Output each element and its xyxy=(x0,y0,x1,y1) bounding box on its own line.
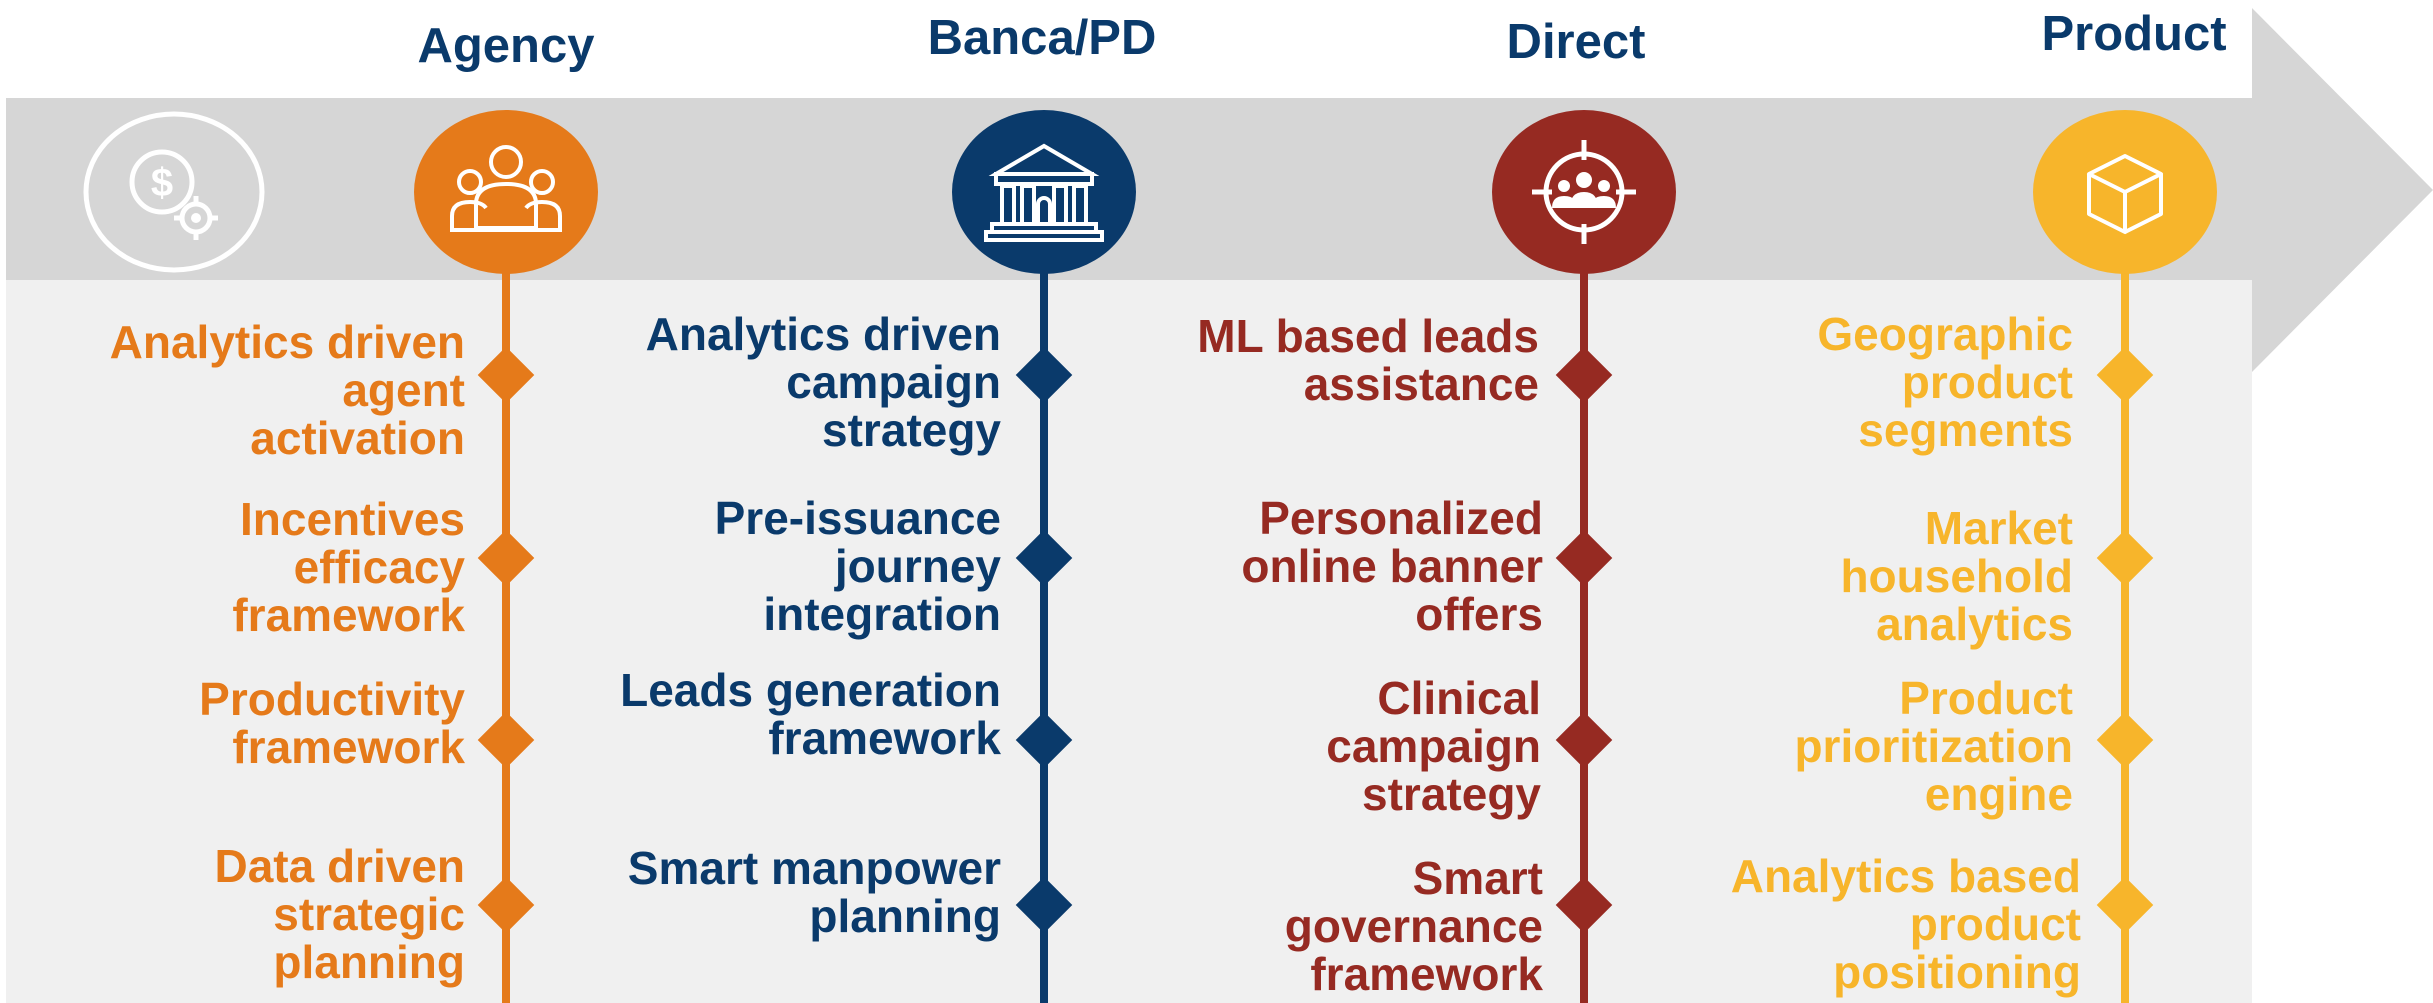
item-agency-1: Analytics driven agent activation xyxy=(109,316,465,464)
item-direct-2: Personalized online banner offers xyxy=(1241,492,1543,640)
item-banca-3: Leads generation framework xyxy=(620,664,1001,764)
timeline-line-product xyxy=(2121,260,2129,1003)
item-product-3: Product prioritization engine xyxy=(1794,672,2073,820)
heading-direct: Direct xyxy=(1506,15,1646,69)
item-product-1: Geographic product segments xyxy=(1817,308,2073,456)
item-product-2: Market household analytics xyxy=(1840,502,2073,650)
cube-icon xyxy=(2087,154,2163,234)
svg-text:$: $ xyxy=(151,161,173,205)
arrow-band xyxy=(6,8,2433,372)
item-direct-1: ML based leads assistance xyxy=(1197,310,1539,410)
bank-building-icon xyxy=(984,143,1104,242)
circle-banca xyxy=(952,110,1136,274)
circle-product xyxy=(2033,110,2217,274)
item-agency-4: Data driven strategic planning xyxy=(214,840,465,988)
item-agency-3: Productivity framework xyxy=(199,673,465,773)
circle-direct xyxy=(1492,110,1676,274)
item-direct-4: Smart governance framework xyxy=(1284,852,1543,1000)
heading-agency: Agency xyxy=(417,19,595,73)
target-audience-icon xyxy=(1532,140,1636,244)
money-gear-icon: $ xyxy=(83,111,265,273)
item-agency-2: Incentives efficacy framework xyxy=(232,493,465,641)
heading-banca: Banca/PD xyxy=(927,11,1157,65)
item-banca-1: Analytics driven campaign strategy xyxy=(645,308,1001,456)
timeline-line-banca xyxy=(1040,260,1048,1003)
timeline-line-direct xyxy=(1580,260,1588,1003)
item-banca-2: Pre-issuance journey integration xyxy=(714,492,1001,640)
heading-product: Product xyxy=(2041,7,2227,61)
circle-agency xyxy=(414,110,598,274)
people-group-icon xyxy=(450,145,562,232)
timeline-line-agency xyxy=(502,260,510,1003)
item-product-4: Analytics based product positioning xyxy=(1730,850,2081,998)
item-direct-3: Clinical campaign strategy xyxy=(1326,672,1541,820)
content-panel xyxy=(6,280,2252,1003)
start-circle: $ xyxy=(82,110,266,274)
item-banca-4: Smart manpower planning xyxy=(627,842,1001,942)
